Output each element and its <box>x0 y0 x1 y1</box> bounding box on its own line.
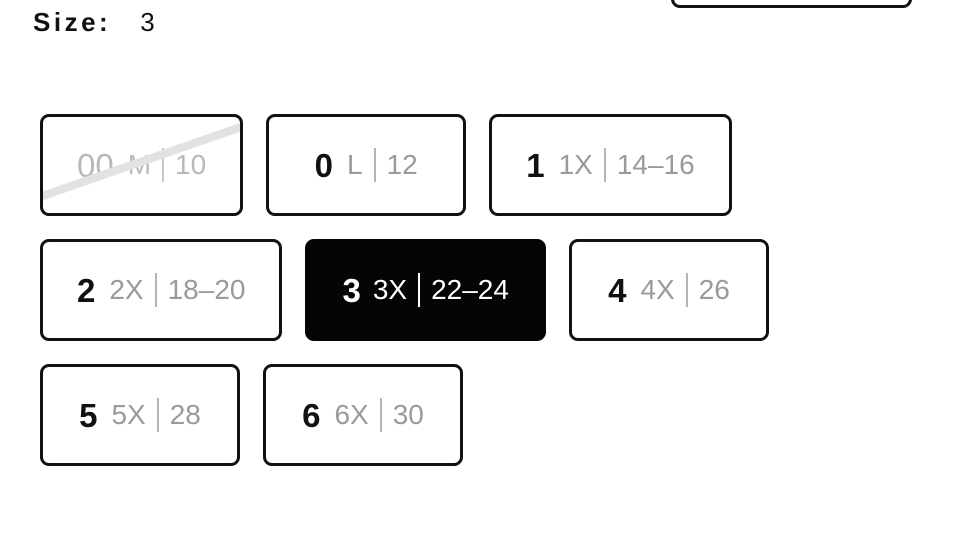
size-option-alpha: 1X <box>558 149 593 180</box>
size-option-secondary-label: 3X 22–24 <box>373 273 509 307</box>
size-option-separator <box>162 148 165 182</box>
size-option-separator <box>603 148 606 182</box>
size-option-secondary-label: 4X 26 <box>640 273 730 307</box>
size-option-primary-label: 5 <box>79 396 98 434</box>
size-option-6[interactable]: 6 6X 30 <box>263 364 463 466</box>
size-option-numeric: 28 <box>169 399 201 430</box>
size-option-alpha: 3X <box>372 274 408 305</box>
size-option-numeric: 30 <box>392 399 424 430</box>
size-option-numeric: 10 <box>175 149 207 180</box>
size-option-alpha: 4X <box>640 274 675 305</box>
size-option-separator <box>379 398 382 432</box>
size-option-primary-label: 6 <box>302 396 321 434</box>
size-option-secondary-label: 6X 30 <box>334 398 424 432</box>
size-option-secondary-label: 5X 28 <box>111 398 201 432</box>
size-option-secondary-label: L 12 <box>347 148 418 182</box>
size-header: Size: 3 <box>33 9 155 43</box>
size-option-alpha: 6X <box>334 399 369 430</box>
size-option-1[interactable]: 1 1X 14–16 <box>489 114 732 216</box>
partial-option-chip[interactable] <box>671 0 912 8</box>
size-option-4[interactable]: 4 4X 26 <box>568 239 769 341</box>
size-option-numeric: 12 <box>386 149 418 180</box>
size-option-numeric: 18–20 <box>167 274 246 305</box>
size-option-separator <box>685 273 688 307</box>
size-option-primary-label: 2 <box>77 271 96 309</box>
size-option-primary-label: 1 <box>526 146 545 184</box>
selected-size-value: 3 <box>140 7 155 37</box>
size-option-separator <box>156 398 159 432</box>
size-option-numeric: 14–16 <box>616 149 695 180</box>
size-option-secondary-label: 1X 14–16 <box>559 148 695 182</box>
size-option-00: 00M10 <box>40 114 244 216</box>
size-option-2[interactable]: 2 2X 18–20 <box>40 239 283 341</box>
unavailable-strikethrough-icon <box>43 122 241 201</box>
size-option-primary-label: 4 <box>608 271 627 309</box>
size-option-numeric: 26 <box>698 274 730 305</box>
size-option-primary-label: 0 <box>314 146 334 184</box>
size-option-separator <box>154 273 157 307</box>
size-option-separator <box>373 148 376 182</box>
size-label: Size: <box>33 7 112 37</box>
size-option-grid: 00M10 0L 12 1 1X 14–16 2 2X 18–20 3 3X 22–24 4 4X 26 55… <box>40 114 940 466</box>
size-option-3[interactable]: 3 3X 22–24 <box>305 239 546 341</box>
size-option-secondary-label: 2X 18–20 <box>109 273 245 307</box>
size-option-separator <box>418 273 421 307</box>
size-option-numeric: 22–24 <box>431 274 509 305</box>
size-option-alpha: 2X <box>109 274 144 305</box>
size-option-5[interactable]: 5 5X 28 <box>40 364 240 466</box>
size-option-alpha: 5X <box>111 399 146 430</box>
size-option-primary-label: 3 <box>342 271 361 309</box>
size-option-alpha: L <box>347 149 363 180</box>
